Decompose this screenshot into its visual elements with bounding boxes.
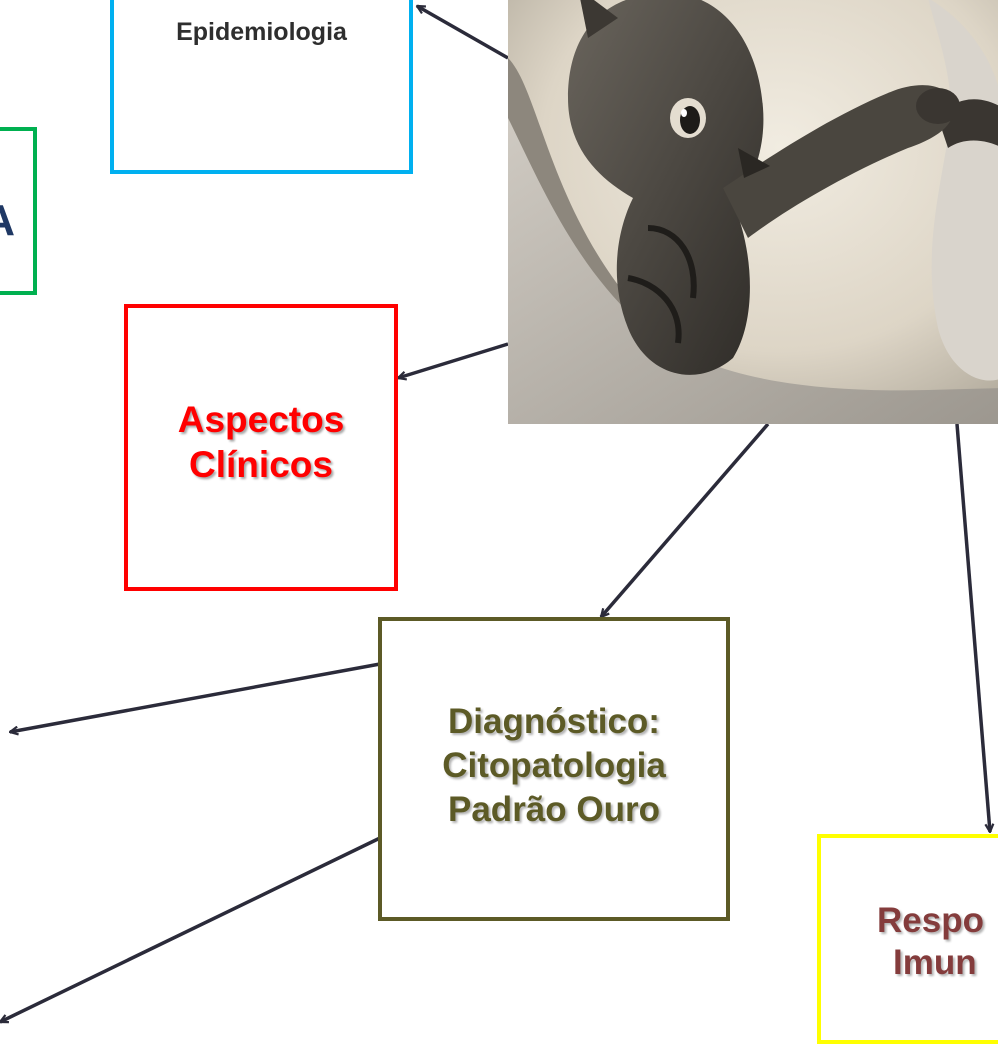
node-green-partial: A <box>0 127 37 295</box>
arrow-to-epidemiologia <box>417 6 508 58</box>
child-with-kitten-photo <box>508 0 998 424</box>
aspectos-line-2: Clínicos <box>178 443 345 487</box>
arrow-diagnostico-left-lower <box>0 838 380 1022</box>
node-resposta-imune: Respo Imun <box>817 834 998 1044</box>
photo-illustration <box>508 0 998 424</box>
node-diagnostico-label: Diagnóstico: Citopatologia Padrão Ouro <box>442 700 666 831</box>
node-epidemiologia-label: Epidemiologia <box>176 18 347 47</box>
arrow-to-diagnostico <box>601 424 768 617</box>
aspectos-line-1: Aspectos <box>178 398 345 442</box>
node-green-partial-label: A <box>0 196 15 246</box>
node-aspectos-clinicos-label: Aspectos Clínicos <box>178 398 345 487</box>
resposta-line-2: Imun <box>877 942 984 984</box>
resposta-line-1: Respo <box>877 900 984 942</box>
diagnostico-line-1: Diagnóstico: <box>442 700 666 744</box>
arrow-diagnostico-left-upper <box>10 664 380 732</box>
node-diagnostico: Diagnóstico: Citopatologia Padrão Ouro <box>378 617 730 921</box>
node-epidemiologia: Epidemiologia <box>110 0 413 174</box>
diagnostico-line-3: Padrão Ouro <box>442 788 666 832</box>
node-resposta-label: Respo Imun <box>877 900 984 984</box>
arrow-to-resposta <box>957 424 990 832</box>
arrow-to-aspectos-clinicos <box>398 344 508 378</box>
diagnostico-line-2: Citopatologia <box>442 744 666 788</box>
node-aspectos-clinicos: Aspectos Clínicos <box>124 304 398 591</box>
